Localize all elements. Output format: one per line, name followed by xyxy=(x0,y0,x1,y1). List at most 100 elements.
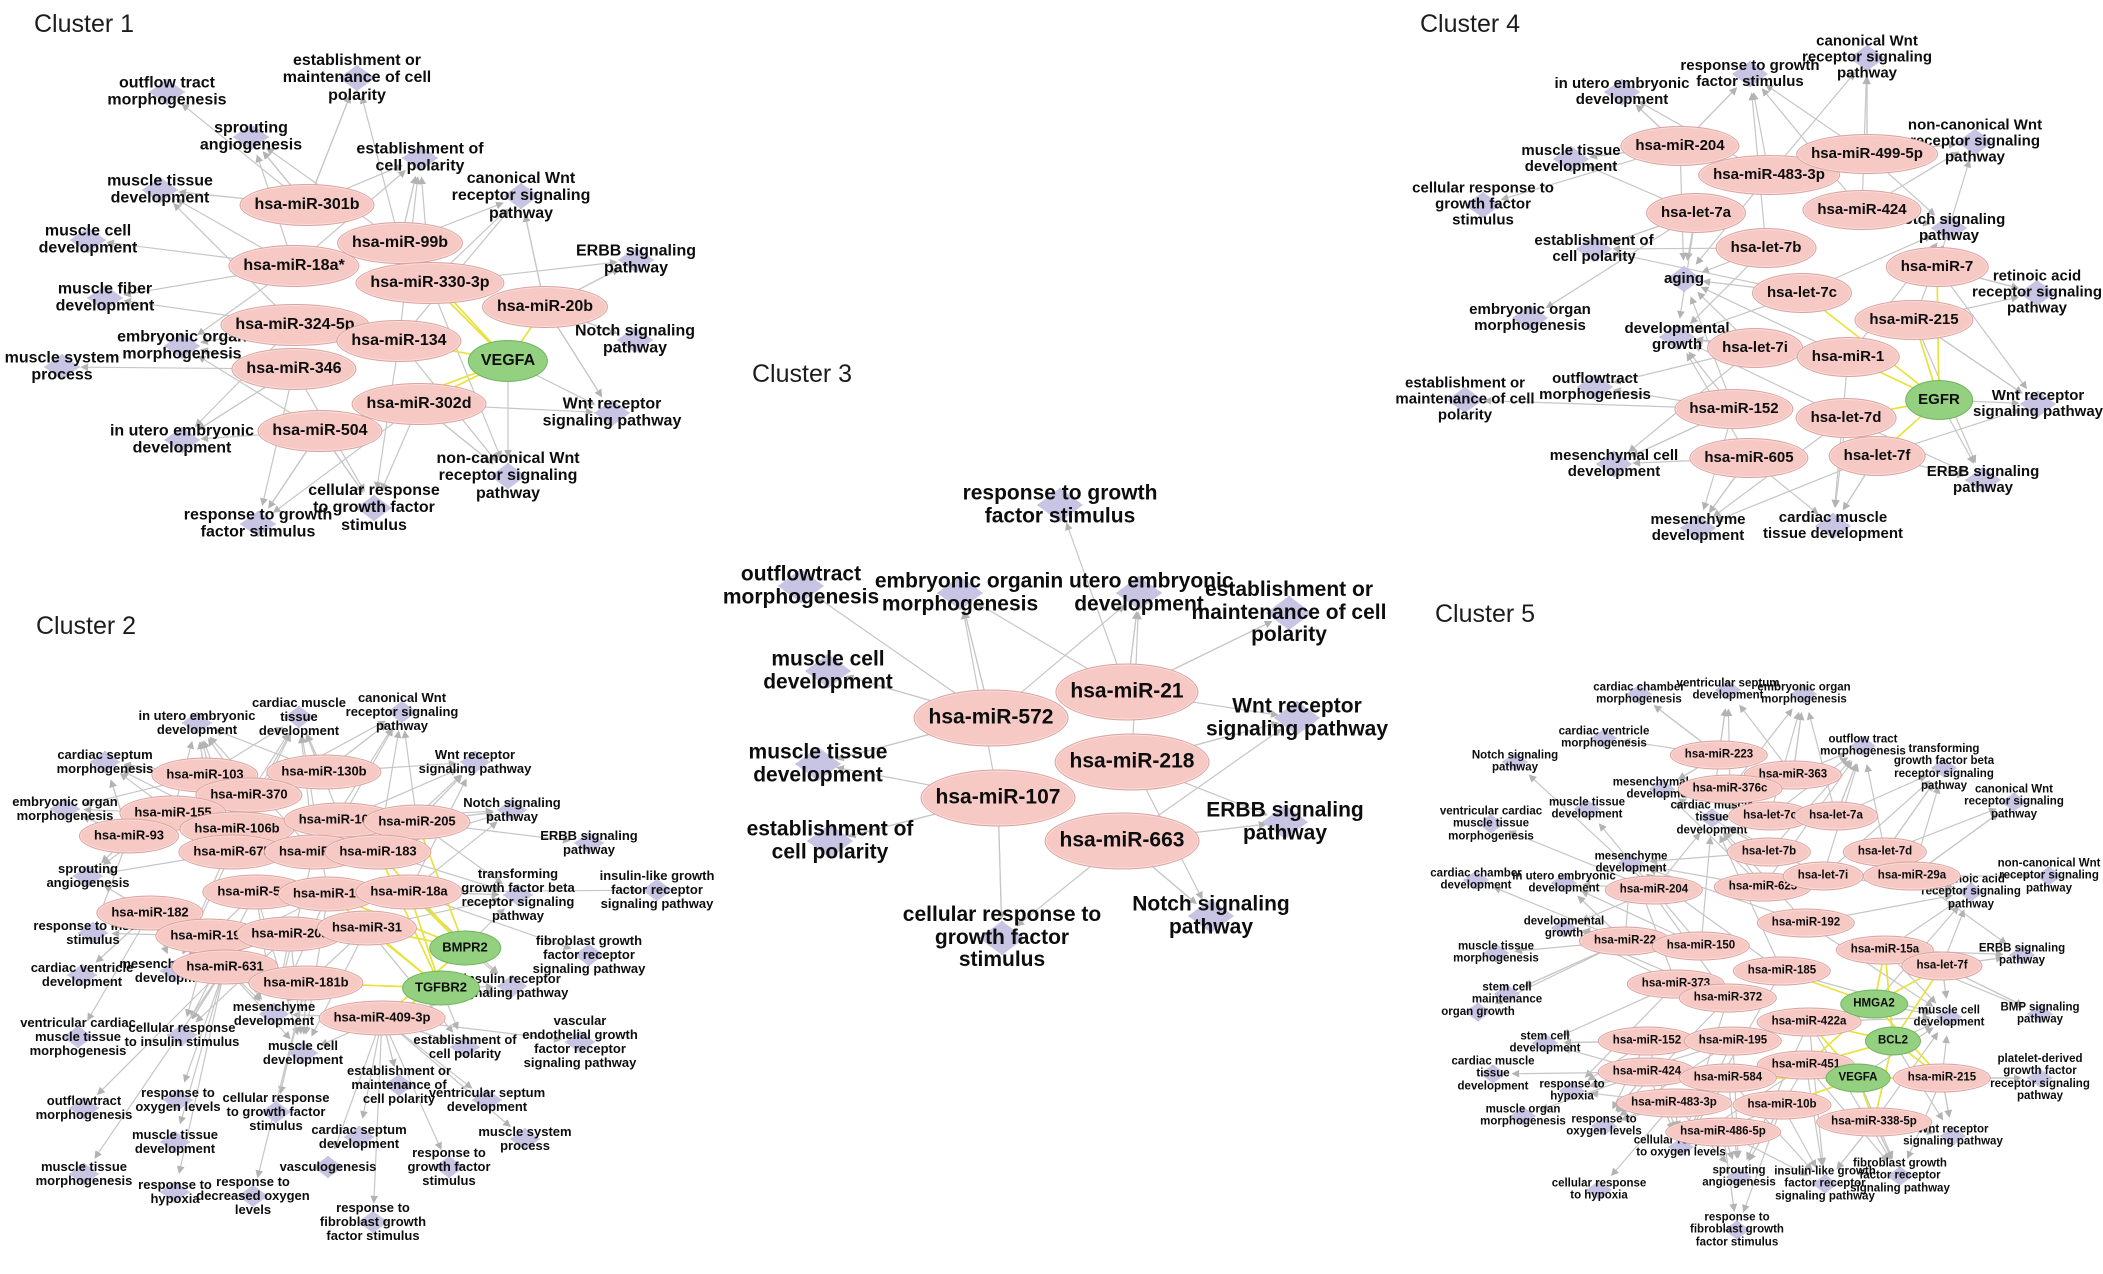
mirna-label: hsa-miR-422a xyxy=(1771,1015,1847,1028)
go-diamond-icon xyxy=(2036,866,2062,886)
mirna-label: hsa-miR-302d xyxy=(366,395,472,413)
go-diamond-icon xyxy=(284,706,314,728)
go-term-node: outflowtract morphogenesis xyxy=(699,562,904,608)
mirna-label: hsa-miR-663 xyxy=(1059,828,1185,852)
go-term-label: cardiac ventricle development xyxy=(30,959,134,989)
go-term-label: ventricular cardiac muscle tissue morpho… xyxy=(20,1014,136,1059)
go-term-label: in utero embryonic development xyxy=(109,422,255,457)
mirna-label: hsa-miR-21 xyxy=(1070,679,1184,703)
go-term-node: cellular response to growth factor stimu… xyxy=(1411,180,1556,230)
mirna-node: hsa-miR-31 xyxy=(316,910,418,946)
go-term-node: response to hypoxia xyxy=(1520,1079,1625,1104)
go-term-node: establishment or maintenance of cell pol… xyxy=(1187,578,1392,647)
go-term-label: outflowtract morphogenesis xyxy=(722,562,880,608)
go-term-label: cellular response to insulin stimulus xyxy=(124,1019,240,1049)
mirna-node: hsa-miR-215 xyxy=(1854,300,1974,340)
go-term-label: response to decreased oxygen levels xyxy=(196,1173,310,1218)
go-term-label: canonical Wnt receptor signaling pathway xyxy=(345,689,459,734)
go-term-label: stem cell maintenance xyxy=(1471,981,1543,1006)
mirna-label: hsa-miR-7 xyxy=(1900,257,1974,275)
mirna-ellipse: hsa-miR-10b xyxy=(1732,1090,1832,1120)
go-term-label: transforming growth factor beta receptor… xyxy=(461,865,575,924)
go-term-node: response to growth factor stimulus xyxy=(958,481,1163,527)
go-diamond-icon xyxy=(1958,882,1984,902)
mirna-label: hsa-miR-218 xyxy=(1069,749,1195,773)
go-term-node: response to growth factor stimulus xyxy=(389,1145,509,1188)
mirna-node: hsa-miR-483-3p xyxy=(1698,155,1840,195)
go-term-node: vascular endothelial growth factor recep… xyxy=(520,1013,640,1070)
mirna-label: hsa-miR-20b xyxy=(496,298,594,316)
go-diamond-icon xyxy=(73,865,103,887)
go-term-label: establishment of cell polarity xyxy=(1534,231,1654,265)
mirna-ellipse: hsa-miR-18a* xyxy=(228,245,360,287)
go-diamond-icon xyxy=(450,1036,480,1058)
go-term-label: outflowtract morphogenesis xyxy=(35,1092,133,1122)
go-term-label: establishment of cell polarity xyxy=(746,817,914,863)
mirna-label: hsa-miR-483-3p xyxy=(1631,1096,1717,1109)
go-diamond-icon xyxy=(163,1089,193,1111)
mirna-label: hsa-miR-18a* xyxy=(243,257,345,275)
mirna-node: hsa-miR-499-5p xyxy=(1796,134,1938,174)
go-term-label: BMP signaling pathway xyxy=(2000,1001,2080,1026)
cluster-title: Cluster 3 xyxy=(752,360,853,388)
go-term-node: cellular response to growth factor stimu… xyxy=(900,903,1105,972)
mirna-node: hsa-miR-215 xyxy=(1892,1063,1992,1093)
go-term-node: insulin-like growth factor receptor sign… xyxy=(597,868,717,911)
go-term-node: Wnt receptor signaling pathway xyxy=(415,747,535,776)
mirna-label: hsa-let-7a xyxy=(1809,809,1863,822)
go-diamond-icon xyxy=(261,1101,291,1123)
mirna-label: hsa-miR-372 xyxy=(1693,991,1763,1004)
go-diamond-icon xyxy=(259,1003,289,1025)
mirna-label: hsa-miR-301b xyxy=(254,196,360,214)
gene-node: VEGFA xyxy=(1825,1063,1891,1093)
go-term-node: stem cell development xyxy=(1493,1031,1598,1056)
go-term-node: ERBB signaling pathway xyxy=(561,243,711,278)
mirna-ellipse: hsa-miR-372 xyxy=(1678,983,1778,1013)
gene-node: BCL2 xyxy=(1864,1026,1922,1056)
mirna-label: hsa-miR-483-3p xyxy=(1713,165,1825,183)
mirna-node: hsa-miR-301b xyxy=(239,184,375,226)
go-diamond-icon xyxy=(503,884,533,906)
mirna-node: hsa-let-7b xyxy=(1715,228,1817,268)
go-term-label: cardiac muscle tissue development xyxy=(1451,1055,1535,1093)
mirna-label: hsa-miR-99b xyxy=(351,234,449,252)
go-term-node: establishment of cell polarity xyxy=(728,817,933,863)
go-term-node: ERBB signaling pathway xyxy=(1970,943,2075,968)
go-diamond-icon xyxy=(1483,943,1509,963)
mirna-label: hsa-miR-370 xyxy=(210,786,288,802)
gene-node: VEGFA xyxy=(467,340,549,382)
mirna-node: hsa-miR-223 xyxy=(1669,740,1769,770)
mirna-label: hsa-miR-223 xyxy=(1684,748,1754,761)
mirna-ellipse: hsa-miR-424 xyxy=(1597,1057,1697,1087)
go-diamond-icon xyxy=(1551,873,1577,893)
mirna-label: hsa-miR-424 xyxy=(1817,200,1907,218)
mirna-label: hsa-miR-215 xyxy=(1869,310,1959,328)
go-term-node: fibroblast growth factor receptor signal… xyxy=(1848,1157,1953,1194)
mirna-label: hsa-miR-424 xyxy=(1612,1065,1682,1078)
go-term-label: establishment of cell polarity xyxy=(413,1031,517,1061)
mirna-label: hsa-miR-15a xyxy=(1850,943,1920,956)
go-diamond-icon xyxy=(384,1074,414,1096)
go-diamond-icon xyxy=(574,944,604,966)
mirna-ellipse: hsa-miR-134 xyxy=(336,320,462,362)
mirna-node: hsa-miR-422a xyxy=(1756,1007,1862,1037)
go-term-node: cellular response to growth factor stimu… xyxy=(299,482,449,534)
go-term-node: insulin receptor signaling pathway xyxy=(452,971,572,1000)
go-term-label: non-canonical Wnt receptor signaling pat… xyxy=(1907,116,2043,167)
go-term-label: vasculogenesis xyxy=(279,1158,377,1174)
go-term-label: fibroblast growth factor receptor signal… xyxy=(532,932,646,977)
go-term-node: cardiac muscle tissue development xyxy=(1441,1055,1546,1092)
cluster-title: Cluster 5 xyxy=(1435,600,1536,628)
go-diamond-icon xyxy=(344,1126,374,1148)
go-diamond-icon xyxy=(182,712,212,734)
mirna-label: hsa-let-7f xyxy=(1916,959,1968,972)
go-term-node: fibroblast growth factor receptor signal… xyxy=(529,932,649,977)
go-term-node: canonical Wnt receptor signaling pathway xyxy=(342,689,462,734)
go-term-label: cardiac muscle tissue development xyxy=(1762,508,1904,542)
go-diamond-icon xyxy=(1478,814,1504,834)
go-term-node: Notch signaling pathway xyxy=(452,795,572,824)
go-diamond-icon xyxy=(460,751,490,773)
mirna-node: hsa-let-7a xyxy=(1645,193,1747,233)
go-term-label: establishment or maintenance of cell pol… xyxy=(282,52,432,104)
